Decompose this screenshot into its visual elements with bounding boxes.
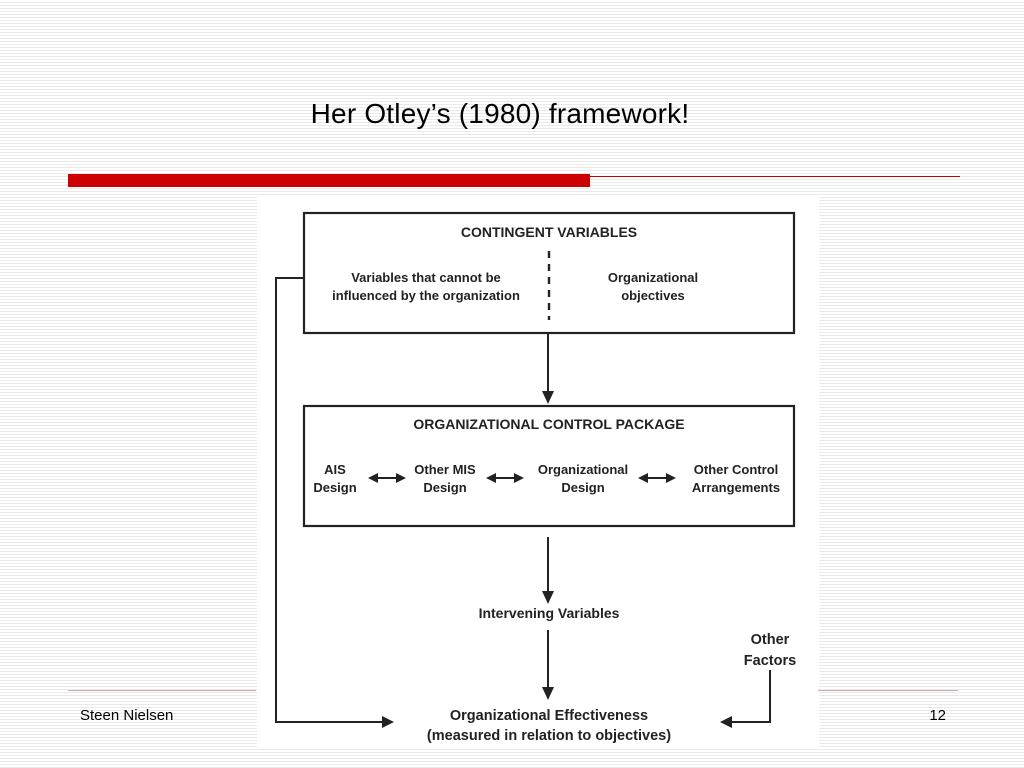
uncontrollable-variables-line1: Variables that cannot be	[351, 270, 501, 285]
other-factors-line2: Factors	[744, 653, 796, 669]
other-control-arrangements-line1: Other Control	[694, 462, 779, 477]
arrow-other-factors-to-effectiveness	[732, 670, 771, 723]
other-factors-line1: Other	[751, 632, 790, 648]
footer-divider-left	[68, 690, 256, 691]
footer-page-number: 12	[929, 707, 946, 724]
control-package-box	[302, 404, 796, 528]
organizational-objectives-line1: Organizational	[608, 270, 698, 285]
title-accent-bar	[68, 174, 590, 187]
feedback-arrow-contingent-to-effectiveness	[275, 277, 382, 723]
footer-author: Steen Nielsen	[80, 707, 174, 724]
other-mis-design-line2: Design	[423, 480, 466, 495]
double-arrow-org-control	[638, 473, 676, 483]
contingent-variables-heading: CONTINGENT VARIABLES	[461, 224, 637, 240]
uncontrollable-variables-line2: influenced by the organization	[332, 288, 520, 303]
organizational-design-line2: Design	[561, 480, 604, 495]
ais-design-line2: Design	[313, 480, 356, 495]
slide-title: Her Otley’s (1980) framework!	[310, 98, 690, 129]
control-package-heading: ORGANIZATIONAL CONTROL PACKAGE	[413, 416, 684, 432]
organizational-effectiveness-line1: Organizational Effectiveness	[450, 708, 648, 724]
ais-design-line1: AIS	[324, 462, 346, 477]
arrowhead-intervening	[542, 591, 554, 604]
arrowhead-other-factors	[720, 716, 732, 728]
organizational-effectiveness-line2: (measured in relation to objectives)	[427, 728, 671, 744]
figure-panel	[257, 197, 819, 747]
other-mis-design-line1: Other MIS	[414, 462, 476, 477]
arrowhead-feedback	[382, 716, 394, 728]
organizational-design-line1: Organizational	[538, 462, 628, 477]
other-control-arrangements-line2: Arrangements	[692, 480, 780, 495]
arrowhead-effectiveness	[542, 687, 554, 700]
organizational-objectives-line2: objectives	[621, 288, 685, 303]
title-accent-line	[590, 176, 960, 177]
double-arrow-mis-org	[486, 473, 524, 483]
double-arrow-ais-mis	[368, 473, 406, 483]
footer-divider-right	[818, 690, 958, 691]
arrowhead-package	[542, 391, 554, 404]
intervening-variables-label: Intervening Variables	[479, 605, 620, 621]
